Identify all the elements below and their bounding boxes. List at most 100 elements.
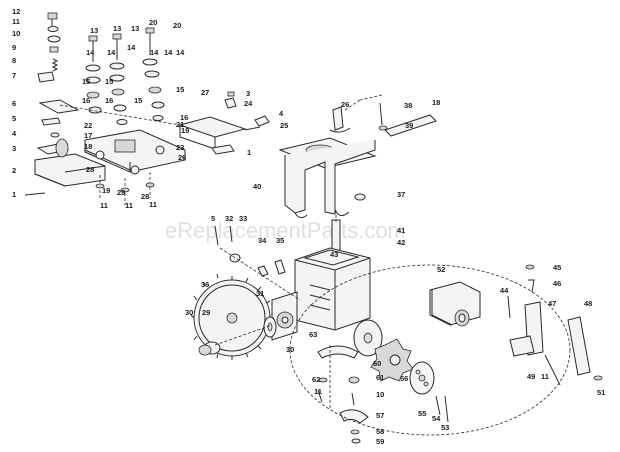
part-nut-46 <box>525 264 535 270</box>
callout-27: 27 <box>201 88 209 97</box>
callout-42: 42 <box>397 238 405 247</box>
callout-51: 51 <box>597 388 605 397</box>
callout-15: 15 <box>134 96 142 105</box>
right-assembly <box>429 264 603 386</box>
callout-23: 23 <box>176 143 184 152</box>
part-pin-47 <box>528 279 535 293</box>
callout-2: 2 <box>12 166 16 175</box>
callout-32: 32 <box>225 214 233 223</box>
callout-20: 20 <box>173 21 181 30</box>
part-bolt-52 <box>444 395 449 423</box>
callout-47: 47 <box>548 299 556 308</box>
callout-4: 4 <box>279 109 284 118</box>
callout-15: 15 <box>82 77 90 86</box>
part-handle-49 <box>567 316 591 376</box>
callout-41: 41 <box>397 226 405 235</box>
callout-55: 55 <box>418 409 426 418</box>
callout-11: 11 <box>12 17 20 26</box>
part-washer-10 <box>47 35 61 43</box>
part-bolt-51 <box>544 354 561 386</box>
callout-15: 15 <box>105 77 113 86</box>
callout-13: 13 <box>131 24 139 33</box>
part-washer-18 <box>378 125 388 131</box>
callout-11: 11 <box>100 201 108 210</box>
callout-28: 28 <box>141 192 149 201</box>
callout-60: 60 <box>373 359 381 368</box>
part-screw-45 <box>507 295 511 319</box>
callout-34: 34 <box>258 236 267 245</box>
callout-6: 6 <box>12 99 16 108</box>
callout-15: 15 <box>176 85 184 94</box>
callout-14: 14 <box>150 48 159 57</box>
callout-44: 44 <box>500 286 509 295</box>
callout-16: 16 <box>105 96 113 105</box>
callout-14: 14 <box>127 43 136 52</box>
part-center-block <box>114 139 136 153</box>
part-nut-50 <box>593 375 603 381</box>
callout-26: 26 <box>178 153 186 162</box>
callout-56: 56 <box>400 374 408 383</box>
callout-11: 11 <box>541 372 549 381</box>
callout-48: 48 <box>584 299 592 308</box>
callout-5: 5 <box>211 214 215 223</box>
watermark-text: eReplacementParts.com <box>165 218 406 243</box>
part-clamp-26 <box>211 144 235 155</box>
callout-21: 21 <box>176 120 184 129</box>
part-screw-61 <box>317 389 323 403</box>
callout-19: 19 <box>181 126 189 135</box>
callout-57: 57 <box>376 411 384 420</box>
callout-10: 10 <box>376 390 384 399</box>
part-washer-11b <box>318 377 328 383</box>
carriage-assembly <box>24 12 270 205</box>
bolt-stack-mid <box>109 33 128 125</box>
part-wrench-58 <box>339 409 369 424</box>
callout-13: 13 <box>90 26 98 35</box>
callout-38: 38 <box>404 101 412 110</box>
callout-11: 11 <box>314 387 322 396</box>
callout-28: 28 <box>117 188 125 197</box>
callout-33: 33 <box>239 214 247 223</box>
callout-11: 11 <box>149 200 157 209</box>
callout-30: 30 <box>185 308 193 317</box>
callout-16: 16 <box>82 96 90 105</box>
part-washer-11 <box>47 26 59 32</box>
callout-35: 35 <box>276 236 284 245</box>
callout-58: 58 <box>376 427 384 436</box>
callout-5: 5 <box>12 114 16 123</box>
part-nut-41 <box>354 193 366 201</box>
part-shaft-43 <box>331 219 341 251</box>
part-clip-3 <box>224 97 237 109</box>
callout-25: 25 <box>280 121 288 130</box>
callout-12: 12 <box>12 7 20 16</box>
callout-29: 29 <box>202 308 210 317</box>
part-nut-60 <box>351 438 361 444</box>
callout-8: 8 <box>12 56 16 65</box>
part-washer-10b <box>348 376 360 384</box>
callout-18: 18 <box>432 98 440 107</box>
saw-blade-assembly <box>190 273 277 360</box>
callout-43: 43 <box>330 250 338 259</box>
callout-28: 28 <box>86 165 94 174</box>
callout-61: 61 <box>376 373 384 382</box>
callout-3: 3 <box>12 144 16 153</box>
part-block-7 <box>37 71 55 83</box>
callout-7: 7 <box>12 71 16 80</box>
leader-ellipse <box>289 264 571 436</box>
callout-36: 36 <box>201 280 209 289</box>
callout-20: 20 <box>149 18 157 27</box>
callout-11: 11 <box>125 201 133 210</box>
part-screw-12 <box>47 12 58 20</box>
part-handle-40 <box>384 114 437 137</box>
callout-62: 62 <box>312 375 320 384</box>
part-pin-1 <box>24 192 46 196</box>
callout-14: 14 <box>176 48 185 57</box>
part-nut-9 <box>49 46 59 53</box>
callout-26: 26 <box>341 100 349 109</box>
callout-1: 1 <box>12 190 16 199</box>
callout-39: 39 <box>405 121 413 130</box>
part-washer-4 <box>50 132 60 138</box>
part-clamp-62 <box>317 345 359 359</box>
callout-18: 18 <box>84 142 92 151</box>
